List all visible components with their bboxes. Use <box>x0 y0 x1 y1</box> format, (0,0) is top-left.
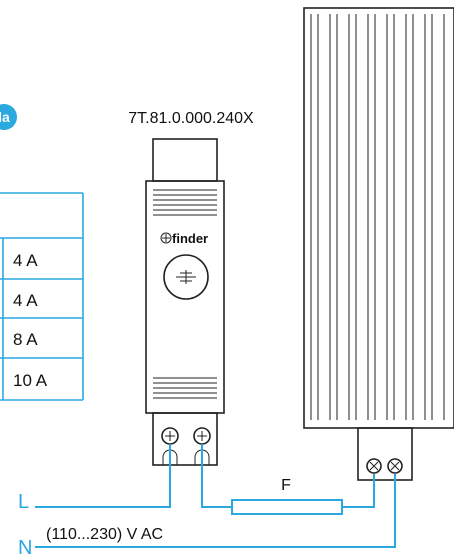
heater-fins <box>310 14 445 420</box>
line-label: L <box>18 491 29 513</box>
badge-circle <box>0 104 17 130</box>
finder-logo <box>160 232 172 244</box>
module-terminal-block <box>152 412 218 466</box>
model-number: 7T.81.0.000.240X <box>128 110 254 127</box>
table-cell: 4 A <box>13 251 38 270</box>
line-wire <box>35 444 171 508</box>
heater-terminal-screw-icon <box>366 458 382 474</box>
table-cell: 8 A <box>13 330 38 349</box>
brand-name: finder <box>172 231 208 246</box>
neutral-wire <box>35 474 396 548</box>
wiring <box>35 444 396 548</box>
fuse <box>231 499 343 515</box>
table-cell: 4 A <box>13 291 38 310</box>
fuse-label: F <box>281 477 291 494</box>
voltage-label: (110...230) V AC <box>46 526 163 543</box>
heater-terminal-screw-icon <box>387 458 403 474</box>
heater <box>303 7 454 481</box>
module-bottom-vents <box>153 377 217 399</box>
temperature-dial <box>163 254 209 300</box>
badge-text: la <box>0 109 10 125</box>
module-top-vents <box>153 189 217 216</box>
current-table: 4 A 4 A 8 A 10 A <box>0 192 84 401</box>
heater-terminal-box <box>357 427 413 481</box>
badge: la <box>0 104 17 130</box>
module-top-cap <box>152 138 218 182</box>
finder-logo-icon <box>160 232 172 244</box>
table-cell: 10 A <box>13 371 48 390</box>
dial-screw-icon <box>176 270 196 284</box>
switched-wire <box>201 444 232 508</box>
heater-feed-wire <box>342 474 375 508</box>
thermostat-module: finder <box>145 138 225 466</box>
neutral-label: N <box>18 537 32 557</box>
